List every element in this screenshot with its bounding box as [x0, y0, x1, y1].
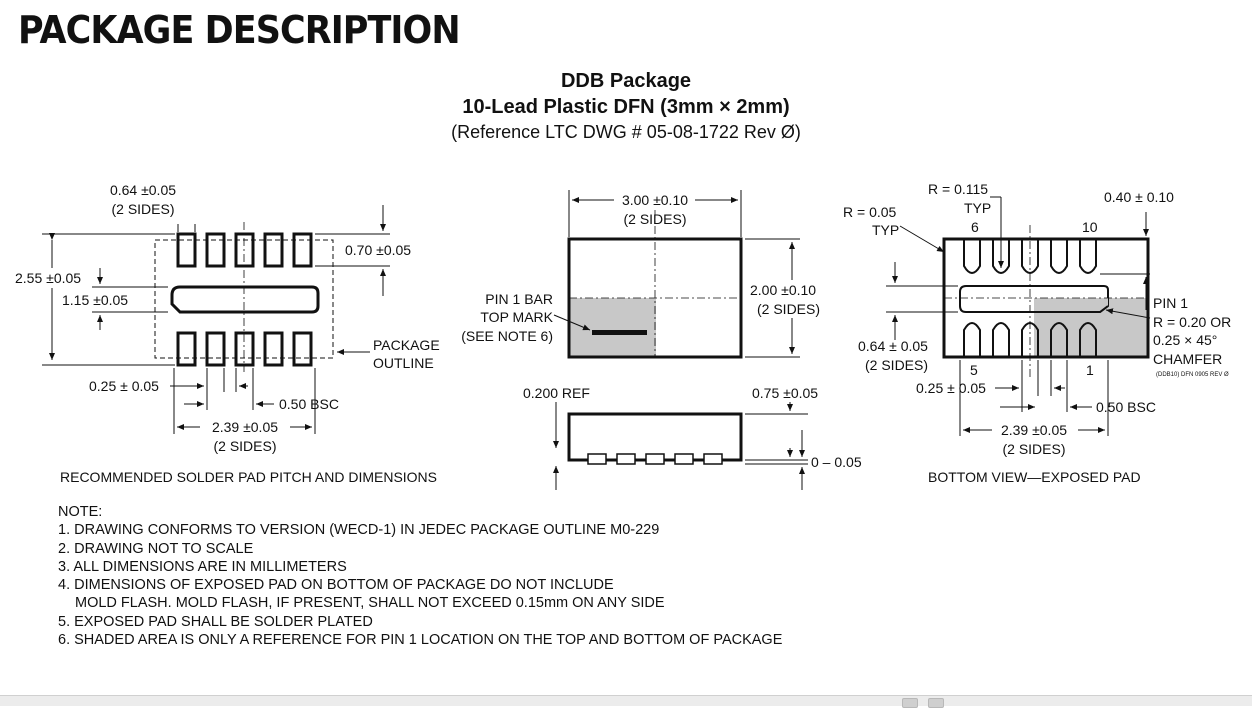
note-2: 2. DRAWING NOT TO SCALE: [58, 540, 254, 557]
note-6: 6. SHADED AREA IS ONLY A REFERENCE FOR P…: [58, 632, 783, 649]
pad-width-sides-r: (2 SIDES): [865, 357, 928, 373]
exposed-pad: [170, 285, 320, 314]
pin1-bar: [592, 330, 647, 335]
lead-width-label: 0.40 ± 0.10: [1104, 189, 1174, 205]
pin-5-label: 5: [970, 362, 978, 378]
length-sides: (2 SIDES): [213, 438, 276, 454]
bottom-bottom-leads: [963, 322, 1097, 357]
ref-label: 0.200 REF: [523, 385, 590, 401]
lead-width-label: 0.25 ± 0.05: [89, 378, 159, 394]
chamfer-3: CHAMFER: [1153, 351, 1222, 367]
width-label: 3.00 ±0.10: [622, 192, 688, 208]
pitch-label: 0.50 BSC: [279, 396, 339, 412]
overall-height-label: 2.55 ±0.05: [15, 270, 81, 286]
standoff-label: 0 – 0.05: [811, 454, 862, 470]
side-leads: [587, 453, 723, 465]
note-1: 1. DRAWING CONFORMS TO VERSION (WECD-1) …: [58, 522, 660, 539]
page-view-button[interactable]: [902, 698, 918, 708]
note-3: 3. ALL DIMENSIONS ARE IN MILLIMETERS: [58, 558, 347, 575]
package-reference: (Reference LTC DWG # 05-08-1722 Rev Ø): [451, 122, 801, 142]
bottom-top-leads: [963, 239, 1097, 274]
length-label-r: 2.39 ±0.05: [1001, 422, 1067, 438]
length-sides-r: (2 SIDES): [1002, 441, 1065, 457]
radius-1-label: R = 0.115: [928, 181, 988, 197]
package-drawing: 0.64 ±0.05 (2 SIDES) 0.70 ±0.05 2.55 ±0.…: [15, 181, 1231, 490]
lead-w-label: 0.25 ± 0.05: [916, 380, 986, 396]
solder-pad-view: [42, 205, 390, 434]
chamfer-1: R = 0.20 OR: [1153, 314, 1231, 330]
pin-10-label: 10: [1082, 219, 1098, 235]
pitch-label-r: 0.50 BSC: [1096, 399, 1156, 415]
note-4: 4. DIMENSIONS OF EXPOSED PAD ON BOTTOM O…: [58, 577, 614, 594]
center-labels: 3.00 ±0.10 (2 SIDES) 2.00 ±0.10 (2 SIDES…: [461, 192, 862, 470]
note-4-cont: MOLD FLASH. MOLD FLASH, IF PRESENT, SHAL…: [75, 595, 665, 612]
top-pads: [176, 232, 313, 268]
length-label: 2.39 ±0.05: [212, 419, 278, 435]
pin1-text: PIN 1: [1153, 295, 1188, 311]
height-label: 2.00 ±0.10: [750, 282, 816, 298]
note-5: 5. EXPOSED PAD SHALL BE SOLDER PLATED: [58, 613, 373, 630]
radius-2-typ: TYP: [872, 222, 899, 238]
package-title: DDB Package: [560, 70, 692, 92]
exposed-pad-height-label: 1.15 ±0.05: [62, 292, 128, 308]
thickness-label: 0.75 ±0.05: [752, 385, 818, 401]
package-outline-label-2: OUTLINE: [373, 355, 434, 371]
solder-pad-labels: 0.64 ±0.05 (2 SIDES) 0.70 ±0.05 2.55 ±0.…: [15, 182, 440, 485]
solder-pad-caption: RECOMMENDED SOLDER PAD PITCH AND DIMENSI…: [60, 469, 437, 485]
bottom-view: [886, 196, 1151, 436]
radius-1-typ: TYP: [964, 200, 991, 216]
pad-height-label: 0.70 ±0.05: [345, 242, 411, 258]
layout-button[interactable]: [928, 698, 944, 708]
pad-width-label: 0.64 ±0.05: [110, 182, 176, 198]
height-sides: (2 SIDES): [757, 301, 820, 317]
viewer-status-bar: [0, 695, 1252, 708]
pin-6-label: 6: [971, 219, 979, 235]
package-subtitle: 10-Lead Plastic DFN (3mm × 2mm): [462, 96, 790, 118]
width-sides: (2 SIDES): [623, 211, 686, 227]
top-view: [553, 190, 800, 359]
bottom-view-caption: BOTTOM VIEW—EXPOSED PAD: [928, 469, 1141, 485]
pin1-label-2: TOP MARK: [480, 309, 553, 325]
pad-width-label-r: 0.64 ± 0.05: [858, 338, 928, 354]
pin-1-label: 1: [1086, 362, 1094, 378]
page-heading: PACKAGE DESCRIPTION: [18, 8, 461, 52]
package-body-side: [567, 412, 743, 462]
pin1-label-1: PIN 1 BAR: [485, 291, 553, 307]
chamfer-2: 0.25 × 45°: [1153, 332, 1217, 348]
radius-2-label: R = 0.05: [843, 204, 897, 220]
notes-title: NOTE:: [58, 504, 103, 520]
bottom-view-labels: R = 0.115 TYP R = 0.05 TYP 6 10 0.40 ± 0…: [843, 181, 1231, 485]
side-view: [553, 402, 808, 490]
pad-width-sides: (2 SIDES): [111, 201, 174, 217]
bottom-pads: [176, 331, 313, 367]
notes-block: NOTE: 1. DRAWING CONFORMS TO VERSION (WE…: [58, 503, 782, 649]
dwg-code: (DDB10) DFN 0905 REV Ø: [1156, 372, 1229, 378]
pin1-label-3: (SEE NOTE 6): [461, 328, 553, 344]
package-outline-label-1: PACKAGE: [373, 337, 440, 353]
